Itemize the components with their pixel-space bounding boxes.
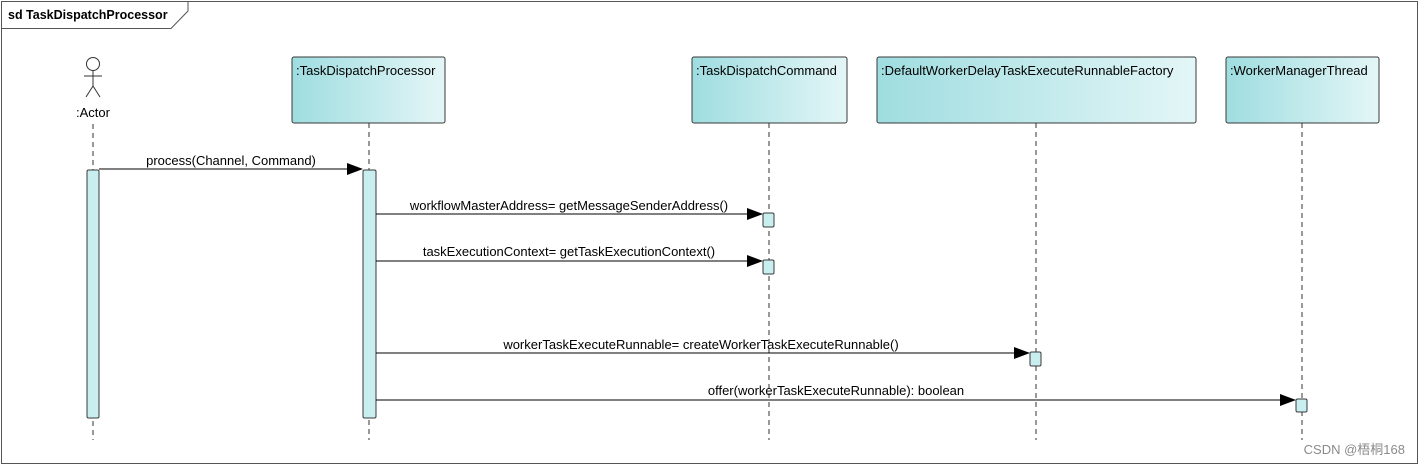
watermark: CSDN @梧桐168	[1304, 442, 1405, 457]
lifeline-task-dispatch-command[interactable]: :TaskDispatchCommand	[691, 56, 848, 124]
activation-bar-factory	[1029, 351, 1042, 367]
lifeline-runnable-factory[interactable]: :DefaultWorkerDelayTaskExecuteRunnableFa…	[876, 56, 1197, 124]
message-label: taskExecutionContext= getTaskExecutionCo…	[423, 244, 715, 259]
lifeline-head-label: :TaskDispatchCommand	[696, 63, 837, 78]
message-process[interactable]: process(Channel, Command)	[99, 153, 363, 175]
message-label: workflowMasterAddress= getMessageSenderA…	[409, 198, 728, 213]
message-offer[interactable]: offer(workerTaskExecuteRunnable): boolea…	[376, 383, 1296, 406]
actor-label: :Actor	[76, 105, 111, 120]
activation-bar-command-1	[762, 212, 775, 228]
diagram-title: sd TaskDispatchProcessor	[8, 8, 168, 22]
activation-bar-worker-thread	[1295, 398, 1308, 413]
activation-bar-command-2	[762, 259, 775, 275]
diagram-title-tab	[1, 1, 189, 29]
message-create-worker-task-execute-runnable[interactable]: workerTaskExecuteRunnable= createWorkerT…	[376, 337, 1030, 359]
lifeline-worker-manager-thread[interactable]: :WorkerManagerThread	[1225, 56, 1380, 124]
message-label: offer(workerTaskExecuteRunnable): boolea…	[708, 383, 964, 398]
actor[interactable]: :Actor	[76, 57, 111, 121]
message-get-message-sender-address[interactable]: workflowMasterAddress= getMessageSenderA…	[376, 198, 763, 220]
lifeline-head-label: :DefaultWorkerDelayTaskExecuteRunnableFa…	[881, 63, 1174, 78]
lifeline-head-label: :TaskDispatchProcessor	[296, 63, 436, 78]
lifeline-task-dispatch-processor[interactable]: :TaskDispatchProcessor	[291, 56, 446, 124]
actor-icon	[84, 57, 102, 98]
message-label: process(Channel, Command)	[146, 153, 316, 168]
message-label: workerTaskExecuteRunnable= createWorkerT…	[502, 337, 898, 352]
lifeline-head-label: :WorkerManagerThread	[1230, 63, 1368, 78]
activation-bar-processor	[362, 169, 377, 419]
message-get-task-execution-context[interactable]: taskExecutionContext= getTaskExecutionCo…	[376, 244, 763, 267]
activation-bar-actor	[86, 169, 100, 419]
